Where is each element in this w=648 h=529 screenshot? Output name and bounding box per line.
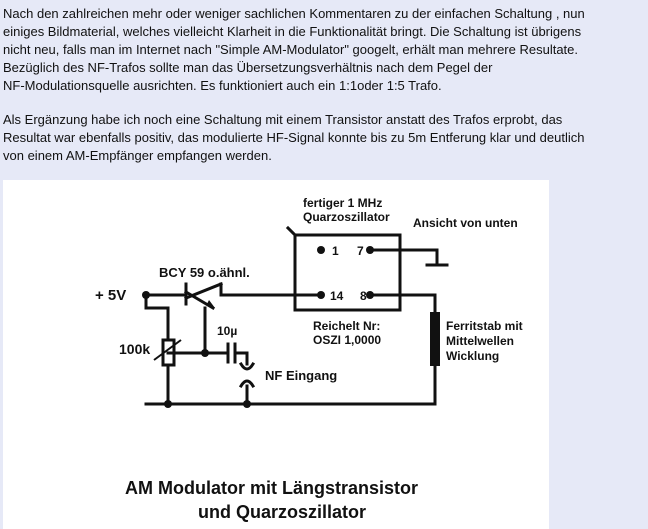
text-line: NF-Modulationsquelle ausrichten. Es funk… (3, 78, 442, 93)
oscillator-box (293, 233, 402, 312)
ferrite-label: Wicklung (446, 349, 499, 363)
junction-dot (201, 349, 209, 357)
ferrite-label: Mittelwellen (446, 334, 514, 348)
reichelt-label: OSZI 1,0000 (313, 333, 381, 347)
pin-dot (366, 246, 374, 254)
post-paragraph-1: Nach den zahlreichen mehr oder weniger s… (3, 5, 643, 95)
circuit-schematic: fertiger 1 MHz Quarzoszillator Ansicht v… (95, 196, 523, 522)
pin-dot (317, 246, 325, 254)
pin-dot (317, 291, 325, 299)
nf-jack-top (238, 351, 256, 371)
text-line: Resultat war ebenfalls positiv, das modu… (3, 130, 585, 145)
caption-line-1: AM Modulator mit Längstransistor (125, 478, 418, 498)
ferrite-label: Ferritstab mit (446, 319, 523, 333)
post-paragraph-2: Als Ergänzung habe ich noch eine Schaltu… (3, 111, 643, 165)
view-label: Ansicht von unten (413, 216, 518, 230)
pot-wiper (153, 339, 182, 361)
reichelt-label: Reichelt Nr: (313, 319, 380, 333)
pin-label: 1 (332, 244, 339, 258)
supply-label: + 5V (95, 287, 126, 304)
oscillator-corner-mark (285, 225, 298, 238)
nf-input-label: NF Eingang (265, 368, 337, 383)
caption-line-2: und Quarzoszillator (198, 502, 366, 522)
oscillator-label: Quarzoszillator (303, 210, 390, 224)
junction-dot (142, 291, 150, 299)
ferrite-rod (430, 312, 440, 366)
text-line: nicht neu, falls man im Internet nach "S… (3, 42, 579, 57)
transistor-collector (183, 289, 216, 311)
junction-dot (243, 400, 251, 408)
text-line: von einem AM-Empfänger empfangen werden. (3, 148, 272, 163)
pot-label: 100k (119, 341, 150, 357)
transistor-label: BCY 59 o.ähnl. (159, 265, 250, 280)
pin-label: 7 (357, 244, 364, 258)
schematic-image: fertiger 1 MHz Quarzoszillator Ansicht v… (3, 180, 549, 529)
pin-label: 8 (360, 289, 367, 303)
capacitor-label: 10µ (217, 324, 237, 338)
oscillator-label: fertiger 1 MHz (303, 196, 382, 210)
transistor-emitter (184, 282, 223, 300)
text-line: Nach den zahlreichen mehr oder weniger s… (3, 6, 585, 21)
transistor-arrow (207, 300, 215, 308)
text-line: Als Ergänzung habe ich noch eine Schaltu… (3, 112, 563, 127)
text-line: Bezüglich des NF-Trafos sollte man das Ü… (3, 60, 493, 75)
pin-label: 14 (330, 289, 344, 303)
text-line: einiges Bildmaterial, welches vielleicht… (3, 24, 582, 39)
junction-dot (164, 400, 172, 408)
pin-dot (366, 291, 374, 299)
